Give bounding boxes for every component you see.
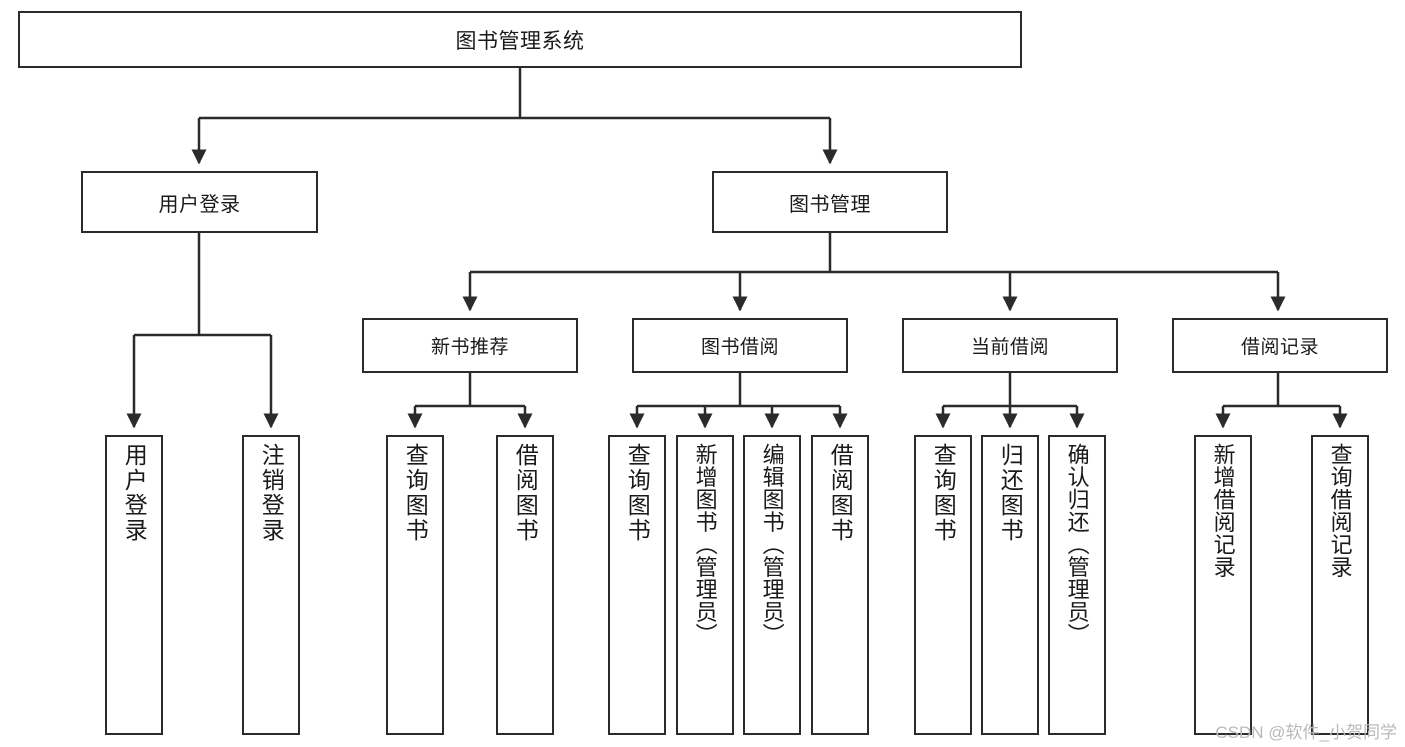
- node-label: 用户登录: [158, 193, 241, 216]
- node-label: 查询图书: [402, 443, 429, 543]
- node-label: 新增图书（管理员）: [692, 443, 718, 646]
- node-label: 借阅图书: [512, 443, 539, 543]
- node-label: 查询图书: [930, 443, 957, 543]
- node-label: 注销登录: [258, 443, 285, 543]
- leaf-logout[interactable]: 注销登录: [242, 435, 300, 735]
- csdn-watermark: CSDN @软件_小贺同学: [1215, 723, 1397, 742]
- leaf-add-book-admin[interactable]: 新增图书（管理员）: [676, 435, 734, 735]
- node-label: 用户登录: [121, 443, 148, 543]
- node-label: 新增借阅记录: [1210, 443, 1236, 578]
- leaf-query-book-current[interactable]: 查询图书: [914, 435, 972, 735]
- node-label: 编辑图书（管理员）: [759, 443, 785, 646]
- node-label: 借阅记录: [1240, 337, 1319, 358]
- node-label: 查询图书: [624, 443, 651, 543]
- node-label: 图书借阅: [700, 337, 779, 358]
- node-label: 图书管理系统: [455, 29, 585, 53]
- node-label: 当前借阅: [970, 337, 1049, 358]
- node-label: 查询借阅记录: [1327, 443, 1353, 578]
- node-book-management[interactable]: 图书管理: [712, 171, 948, 233]
- leaf-return-book[interactable]: 归还图书: [981, 435, 1039, 735]
- node-new-book-recommendation[interactable]: 新书推荐: [362, 318, 578, 373]
- node-label: 图书管理: [789, 193, 871, 216]
- node-label: 归还图书: [997, 443, 1024, 543]
- node-root-system[interactable]: 图书管理系统: [18, 11, 1022, 68]
- node-label: 新书推荐: [430, 337, 509, 358]
- node-user-login[interactable]: 用户登录: [81, 171, 318, 233]
- leaf-query-borrow-record[interactable]: 查询借阅记录: [1311, 435, 1369, 735]
- node-current-borrowing[interactable]: 当前借阅: [902, 318, 1118, 373]
- node-label: 借阅图书: [827, 443, 854, 543]
- leaf-add-borrow-record[interactable]: 新增借阅记录: [1194, 435, 1252, 735]
- leaf-borrow-book[interactable]: 借阅图书: [811, 435, 869, 735]
- leaf-edit-book-admin[interactable]: 编辑图书（管理员）: [743, 435, 801, 735]
- leaf-confirm-return-admin[interactable]: 确认归还（管理员）: [1048, 435, 1106, 735]
- leaf-query-book-recommendation[interactable]: 查询图书: [386, 435, 444, 735]
- node-borrowing-record[interactable]: 借阅记录: [1172, 318, 1388, 373]
- leaf-user-login[interactable]: 用户登录: [105, 435, 163, 735]
- node-label: 确认归还（管理员）: [1064, 443, 1090, 646]
- leaf-borrow-book-recommendation[interactable]: 借阅图书: [496, 435, 554, 735]
- node-book-borrowing[interactable]: 图书借阅: [632, 318, 848, 373]
- leaf-query-book-borrowing[interactable]: 查询图书: [608, 435, 666, 735]
